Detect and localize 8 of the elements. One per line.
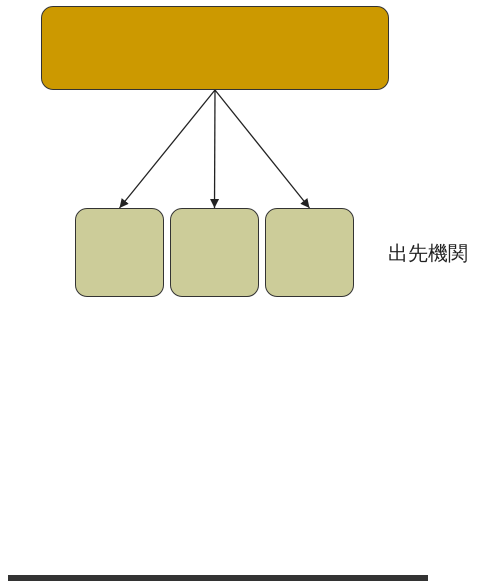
arrow: [210, 90, 220, 208]
process-box: [75, 208, 164, 297]
process-box: [170, 208, 259, 297]
arrow: [119, 90, 216, 208]
label-text: 出先機関: [388, 240, 468, 267]
process-box: [41, 6, 389, 90]
arrow: [214, 90, 310, 208]
process-box: [265, 208, 354, 297]
